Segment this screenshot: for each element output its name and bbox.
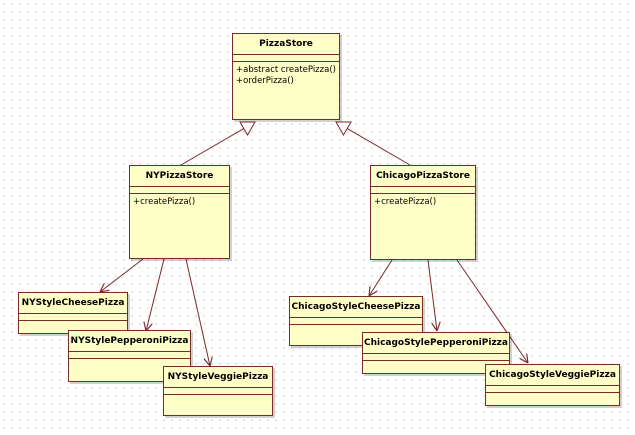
class-name: ChicagoPizzaStore: [371, 166, 475, 187]
class-name: NYStyleVeggiePizza: [164, 367, 272, 388]
attributes-compartment: [290, 318, 422, 325]
class-chicago-pizza-store[interactable]: ChicagoPizzaStore +createPizza(): [370, 165, 476, 260]
operation: +abstract createPizza(): [236, 65, 336, 75]
operation: +createPizza(): [374, 197, 437, 207]
operations-compartment: +createPizza(): [130, 194, 229, 208]
class-name: NYStylePepperoniPizza: [69, 331, 190, 352]
class-name: ChicagoStyleVeggiePizza: [486, 365, 619, 386]
attributes-compartment: [19, 314, 127, 321]
attributes-compartment: [486, 386, 619, 393]
dependency-arrow: [427, 259, 437, 331]
attributes-compartment: [233, 55, 339, 62]
class-name: NYPizzaStore: [130, 166, 229, 187]
class-chicago-style-veggie-pizza[interactable]: ChicagoStyleVeggiePizza: [485, 364, 620, 406]
class-name: PizzaStore: [233, 34, 339, 55]
class-ny-style-veggie-pizza[interactable]: NYStyleVeggiePizza: [163, 366, 273, 416]
generalization-arrowhead: [239, 121, 256, 137]
attributes-compartment: [363, 354, 509, 361]
generalization-arrowhead: [335, 121, 352, 137]
class-pizza-store[interactable]: PizzaStore +abstract createPizza() +orde…: [232, 33, 340, 120]
generalization-line: [180, 128, 245, 166]
operations-compartment: +abstract createPizza() +orderPizza(): [233, 62, 339, 87]
dependency-arrow: [100, 258, 144, 292]
dependency-arrow: [146, 258, 165, 331]
dependency-arrow: [185, 258, 210, 366]
class-ny-pizza-store[interactable]: NYPizzaStore +createPizza(): [129, 165, 230, 259]
attributes-compartment: [69, 352, 190, 359]
dependency-arrow: [369, 259, 393, 296]
attributes-compartment: [164, 388, 272, 395]
operations-compartment: +createPizza(): [371, 194, 475, 208]
generalization-line: [346, 128, 411, 166]
class-name: NYStyleCheesePizza: [19, 293, 127, 314]
class-ny-style-cheese-pizza[interactable]: NYStyleCheesePizza: [18, 292, 128, 334]
class-name: ChicagoStyleCheesePizza: [290, 297, 422, 318]
attributes-compartment: [130, 187, 229, 194]
class-name: ChicagoStylePepperoniPizza: [363, 333, 509, 354]
operation: +createPizza(): [133, 197, 196, 207]
dependency-arrow: [456, 259, 528, 363]
attributes-compartment: [371, 187, 475, 194]
operation: +orderPizza(): [236, 76, 294, 86]
